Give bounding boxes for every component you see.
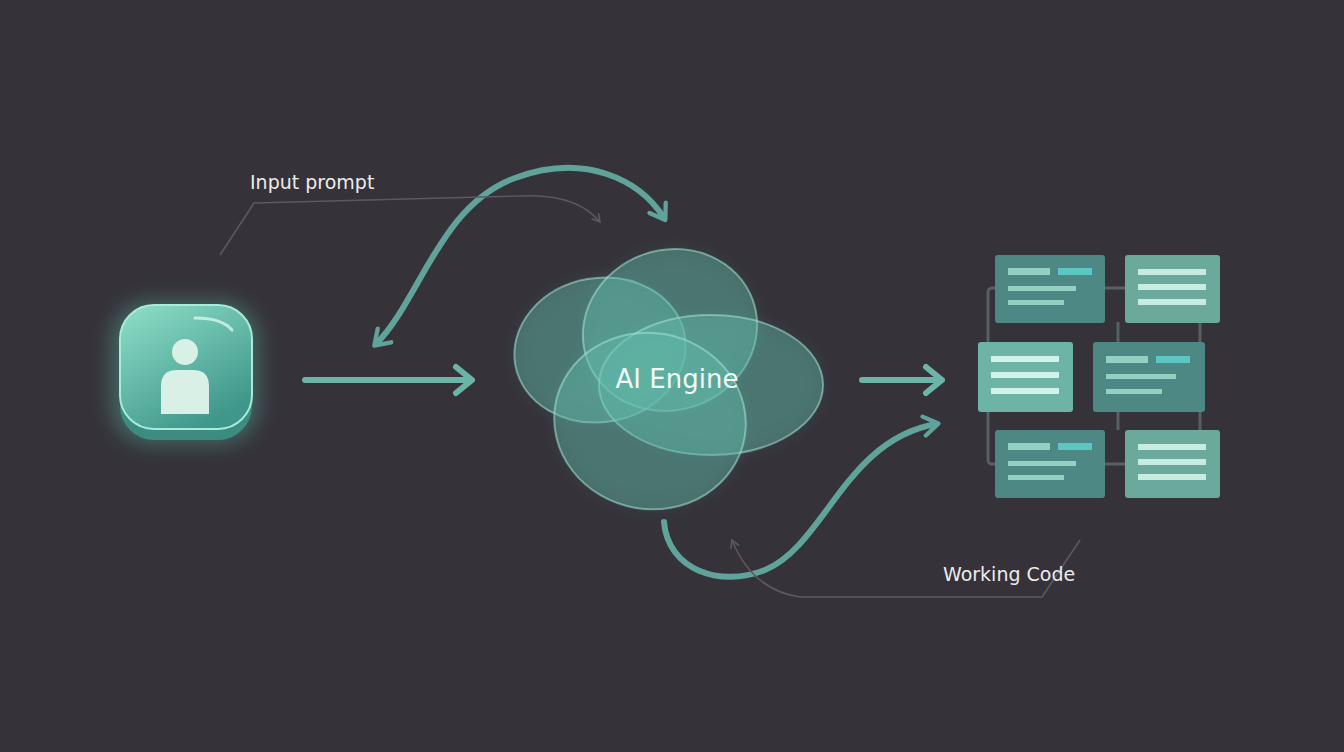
- person-body: [161, 370, 209, 414]
- code-line: [1008, 300, 1064, 305]
- icon-shine: [195, 318, 232, 330]
- code-line: [1138, 444, 1206, 450]
- code-card: [995, 255, 1105, 323]
- node-label: AI Engine: [515, 243, 825, 515]
- ai-engine-cluster: AI Engine: [515, 243, 825, 515]
- code-card: [995, 430, 1105, 498]
- leader-line: [732, 540, 1080, 597]
- arrow-shaft: [862, 377, 940, 383]
- code-line: [991, 372, 1059, 378]
- code-grid: [978, 255, 1220, 498]
- code-line: [991, 388, 1059, 394]
- user-icon: [110, 300, 260, 445]
- code-line: [1106, 356, 1148, 363]
- arrow-shaft: [305, 377, 470, 383]
- arrow-head: [926, 367, 942, 393]
- code-line: [1058, 443, 1092, 450]
- person-head: [172, 339, 198, 365]
- code-line: [1008, 475, 1064, 480]
- code-line: [1138, 299, 1206, 305]
- code-line: [1138, 474, 1206, 480]
- code-line: [1008, 461, 1076, 466]
- code-line: [1138, 459, 1206, 465]
- code-line: [1106, 374, 1176, 379]
- arrow-head: [456, 367, 472, 393]
- icon-glow: [110, 300, 260, 445]
- code-line: [1058, 268, 1092, 275]
- code-line: [1138, 284, 1206, 290]
- grid-link: [1117, 412, 1120, 430]
- grid-link: [1117, 322, 1120, 342]
- icon-face: [120, 305, 252, 429]
- code-line: [1106, 389, 1162, 394]
- code-line: [1008, 286, 1076, 291]
- code-line: [1008, 443, 1050, 450]
- code-line: [991, 356, 1059, 362]
- code-line: [1008, 268, 1050, 275]
- code-card: [1093, 342, 1205, 412]
- annotation-label: Working Code: [943, 563, 1075, 585]
- engine-lobe: [540, 318, 760, 525]
- code-card: [1125, 255, 1220, 323]
- annotation-label: Input prompt: [250, 171, 374, 193]
- code-line: [1138, 269, 1206, 275]
- code-line: [1156, 356, 1190, 363]
- code-card: [978, 342, 1073, 412]
- leader-line: [220, 196, 600, 255]
- code-card: [1125, 430, 1220, 498]
